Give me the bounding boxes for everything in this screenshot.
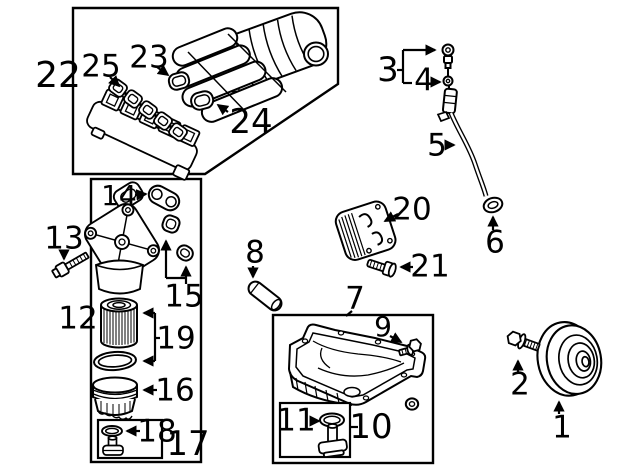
filter-cap-drawing — [92, 376, 138, 420]
callout-arrows — [58, 44, 565, 437]
gasket-strip-25-drawing — [108, 78, 188, 142]
callout-12[interactable]: 12 — [58, 300, 98, 337]
callout-9-arrow — [389, 332, 403, 343]
callout-2[interactable]: 2 — [510, 366, 530, 403]
callout-22[interactable]: 22 — [35, 55, 81, 96]
gasket-14-drawing — [147, 184, 181, 212]
callout-4[interactable]: 4 — [414, 62, 434, 99]
drain-plug-10-drawing — [317, 423, 348, 458]
dipstick-oring-drawing — [482, 196, 504, 214]
oring-19-drawing — [93, 350, 137, 372]
callout-6[interactable]: 6 — [485, 224, 505, 261]
bolt-13-drawing — [51, 251, 90, 279]
callout-19[interactable]: 19 — [156, 320, 196, 357]
bolt-21-drawing — [366, 259, 397, 278]
callout-14[interactable]: 14 — [101, 179, 137, 212]
callout-5[interactable]: 5 — [427, 127, 447, 164]
oring-18-drawing — [101, 425, 123, 437]
callout-15-bracket — [160, 239, 192, 284]
callout-20-arrow — [383, 211, 399, 222]
bolt-9-drawing — [398, 338, 422, 357]
callout-3[interactable]: 3 — [377, 50, 399, 90]
callout-23[interactable]: 23 — [129, 39, 169, 76]
callout-24[interactable]: 24 — [229, 102, 273, 142]
dipstick-drawing — [436, 43, 489, 197]
plug-17-drawing — [102, 435, 124, 456]
callout-3-bracket — [397, 44, 437, 85]
oil-filter-housing-drawing — [84, 181, 160, 295]
callout-21[interactable]: 21 — [410, 248, 450, 285]
callout-18[interactable]: 18 — [137, 413, 177, 450]
oil-pan-drawing — [287, 323, 427, 411]
seal-15a-drawing — [161, 214, 181, 234]
oil-cooler-drawing — [334, 200, 397, 261]
callout-25[interactable]: 25 — [81, 48, 121, 85]
bolt-2-drawing — [506, 330, 541, 352]
callout-19-bracket — [142, 307, 160, 367]
callout-7[interactable]: 7 — [345, 280, 365, 317]
callout-14-arrow — [134, 189, 148, 201]
callout-15[interactable]: 15 — [164, 278, 204, 315]
seal-15b-drawing — [176, 244, 194, 262]
callout-23-arrow — [156, 64, 170, 77]
gasket-24-drawing — [190, 90, 215, 111]
callout-7-line — [345, 310, 353, 317]
callout-24-arrow — [216, 104, 230, 116]
callout-17[interactable]: 17 — [166, 424, 210, 464]
gasket-23-drawing — [167, 71, 191, 91]
dowel-8-drawing — [247, 280, 283, 312]
callout-1[interactable]: 1 — [552, 409, 572, 446]
callout-11[interactable]: 11 — [276, 402, 316, 439]
callout-16[interactable]: 16 — [155, 372, 195, 409]
callout-9[interactable]: 9 — [374, 310, 392, 343]
pulley-drawing — [536, 321, 603, 397]
filter-element-drawing — [100, 297, 138, 349]
callout-13[interactable]: 13 — [44, 220, 84, 257]
callout-10[interactable]: 10 — [349, 407, 393, 447]
callout-25-arrow — [108, 75, 121, 88]
callout-20[interactable]: 20 — [392, 191, 432, 228]
callout-8[interactable]: 8 — [245, 234, 265, 271]
